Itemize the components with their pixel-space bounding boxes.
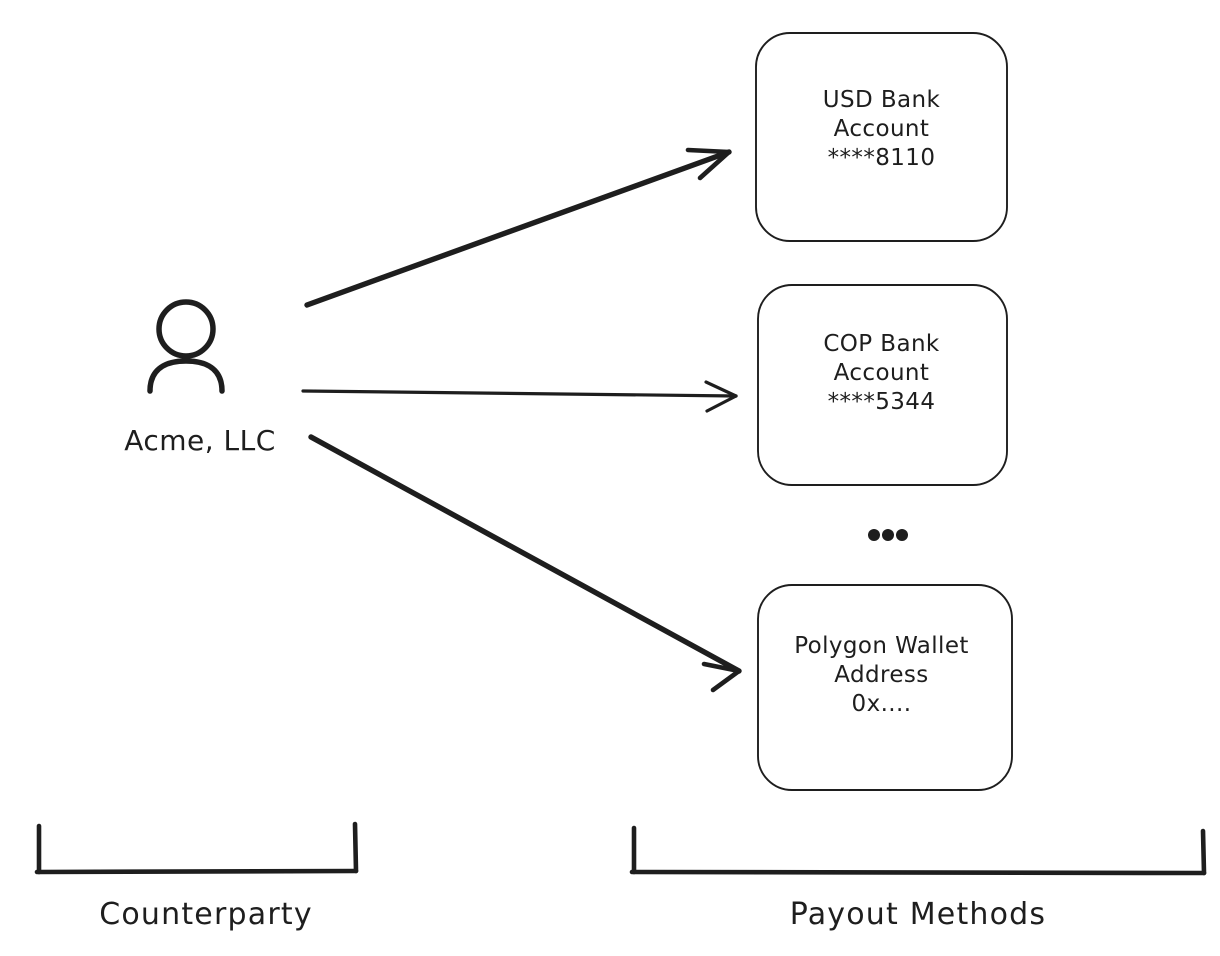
group-label-payout-methods: Payout Methods xyxy=(789,897,1047,932)
node-polygon-wallet-address[interactable] xyxy=(757,584,1013,791)
node-usd-bank-account[interactable] xyxy=(755,32,1008,242)
node-cop-bank-account[interactable] xyxy=(757,284,1008,486)
ellipsis-icon xyxy=(868,529,908,541)
connector-actor-to-cop-bank-account xyxy=(301,380,738,413)
group-bracket-payout-methods xyxy=(629,825,1207,876)
group-bracket-counterparty xyxy=(34,821,359,875)
connector-actor-to-usd-bank-account xyxy=(304,147,732,308)
person-icon xyxy=(147,299,225,394)
actor-label-acme-llc: Acme, LLC xyxy=(124,424,276,457)
group-label-counterparty: Counterparty xyxy=(99,897,313,932)
connector-actor-to-polygon-wallet-address xyxy=(308,434,742,693)
